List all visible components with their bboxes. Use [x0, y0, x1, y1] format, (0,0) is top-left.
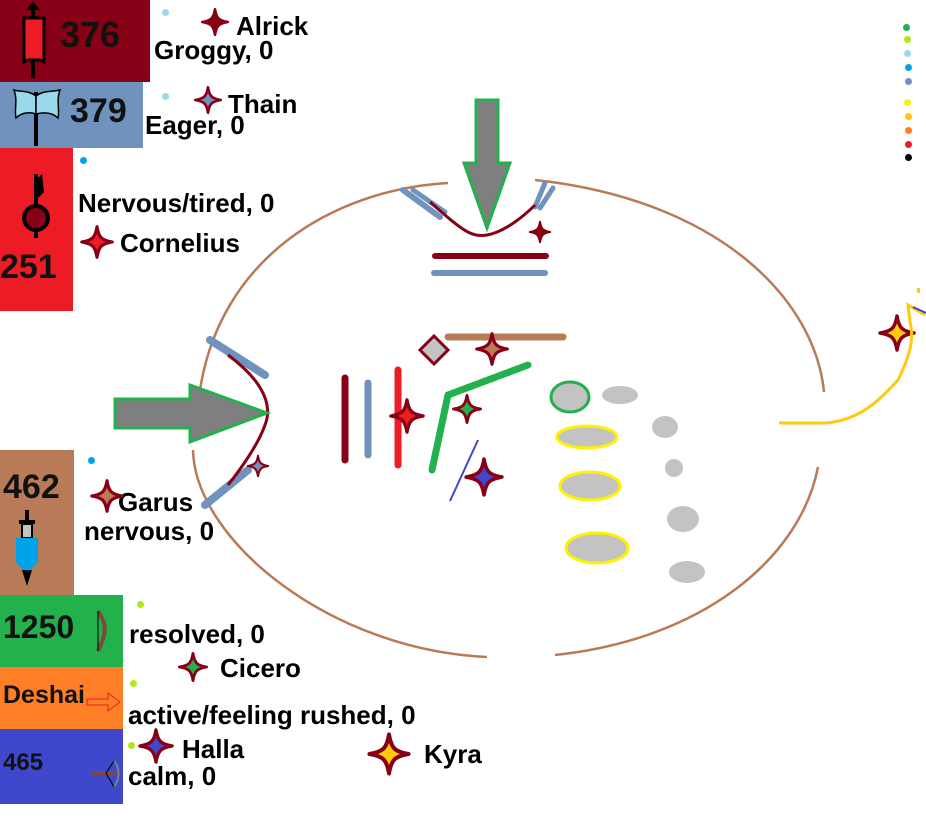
formation-center: [341, 333, 567, 502]
unit-marker-kyra: [369, 734, 408, 773]
hp-value: 462: [3, 468, 60, 506]
legend-dot: [905, 127, 912, 134]
legend-dot: [904, 50, 911, 57]
enemy-unit: [602, 386, 638, 404]
legend-dot: [905, 154, 912, 161]
unit-marker-alrick-label: [200, 7, 230, 37]
status-dot: [137, 601, 144, 608]
name-label-cornelius: Cornelius: [120, 228, 240, 258]
enemy-unit: [665, 459, 683, 477]
status-dot: [130, 680, 137, 687]
unit-marker-thain-label: [193, 85, 223, 115]
status-label-halla: calm, 0: [128, 761, 217, 791]
arena-wall-segment: [554, 466, 820, 657]
name-label-kyra: Kyra: [424, 739, 482, 769]
hp-value: 1250: [3, 609, 75, 645]
bow-icon: [96, 609, 107, 652]
legend-dot: [903, 24, 910, 31]
party-card-halla[interactable]: 465: [0, 729, 123, 804]
banner-mace-icon: [22, 1, 46, 78]
legend-dot: [904, 36, 911, 43]
advance-arrow-down: [461, 98, 513, 233]
arrow-icon: [86, 692, 121, 712]
flail-icon: [22, 174, 50, 238]
unit-marker-cicero-field: [451, 393, 483, 425]
name-label-thain: Thain: [228, 89, 298, 119]
hp-value: 251: [0, 248, 57, 286]
party-card-alrick[interactable]: 376: [0, 0, 150, 82]
unit-marker-halla-field: [464, 457, 504, 497]
formation-left: [113, 336, 272, 509]
hp-value: 379: [70, 92, 127, 130]
party-card-cornelius[interactable]: 251: [0, 148, 73, 311]
unit-marker-halla: [138, 728, 174, 764]
status-dot: [80, 157, 87, 164]
hp-value: 465: [3, 749, 44, 776]
enemy-unit: [667, 506, 699, 532]
hp-value: 376: [60, 14, 121, 55]
legend-dot: [905, 113, 912, 120]
double-axe-icon: [12, 88, 62, 146]
status-dot: [162, 93, 169, 100]
name-label-halla: Halla: [182, 734, 245, 764]
objective-marker: [417, 333, 451, 367]
enemy-unit: [669, 561, 705, 583]
status-dot: [88, 457, 95, 464]
enemy-group: [549, 380, 705, 583]
enemy-unit: [558, 470, 622, 502]
enemy-unit: [652, 416, 678, 438]
party-card-cicero[interactable]: 1250: [0, 595, 123, 667]
unit-marker-cornelius: [80, 225, 114, 259]
advance-arrow-right: [113, 382, 272, 445]
crossbow-icon: [92, 760, 120, 788]
legend-dot: [904, 99, 911, 106]
status-label-alrick: Groggy, 0: [154, 35, 274, 65]
sword-icon: [16, 510, 38, 586]
name-label-garus: Garus: [118, 487, 194, 517]
hp-value: Deshai: [3, 681, 85, 709]
legend: [903, 24, 913, 164]
legend-dot: [905, 141, 912, 148]
status-dot: [128, 742, 135, 749]
enemy-unit: [555, 424, 619, 450]
formation-top: [400, 98, 556, 276]
unit-marker-cicero: [177, 652, 209, 682]
party-card-garus[interactable]: 462: [0, 450, 74, 595]
unit-marker-garus: [90, 479, 124, 513]
legend-dot: [905, 78, 912, 85]
arena-wall-segment: [191, 449, 488, 659]
kyra-path: [779, 302, 926, 425]
status-dot: [162, 9, 169, 16]
name-label-cicero: Cicero: [220, 653, 301, 683]
arena-wall: [191, 178, 826, 659]
status-label-cicero: resolved, 0: [129, 619, 265, 649]
status-label-deshai: active/feeling rushed, 0: [128, 700, 416, 730]
legend-dot: [905, 64, 912, 71]
status-label-cornelius: Nervous/tired, 0: [78, 188, 275, 218]
status-label-garus: nervous, 0: [84, 516, 215, 546]
enemy-unit: [549, 380, 591, 414]
unit-marker-alrick: [528, 220, 552, 244]
party-card-thain[interactable]: 379: [0, 82, 143, 148]
party-card-deshai[interactable]: Deshai: [0, 667, 123, 729]
enemy-unit: [564, 531, 630, 565]
unit-marker-thain: [246, 454, 270, 478]
arena-wall-segment: [534, 178, 826, 393]
status-label-thain: Eager, 0: [145, 110, 245, 140]
name-label-alrick: Alrick: [236, 11, 309, 41]
